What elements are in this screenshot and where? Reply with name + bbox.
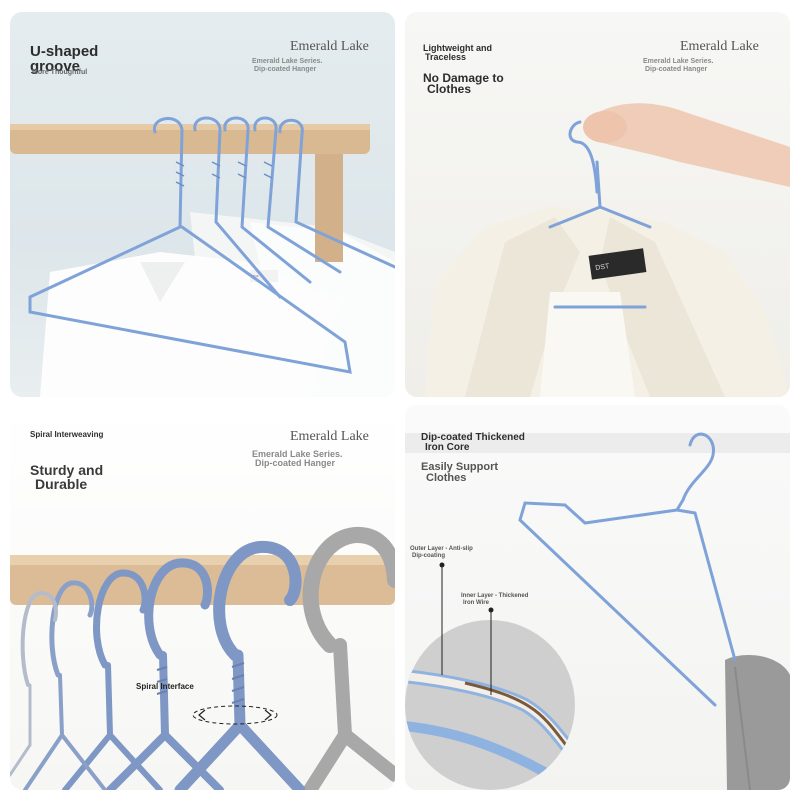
hanger-3-body [62,662,163,790]
spiral-interface-callout: Spiral Interface [136,682,194,691]
magnifier-bg [405,620,575,790]
hanger-2 [193,116,282,299]
blue-hanger [548,120,652,309]
hanger-row-closeup-illustration [10,527,395,790]
coat-label [588,248,647,280]
panel-u-shaped-groove: N° U-shaped groove More Thoughtful Emera… [10,12,395,397]
hanger-5 [278,118,395,269]
blue-hanger [518,432,737,707]
outer-layer-label-line1: Outer Layer - Anti-slip [410,546,473,552]
panel2-headline-line2: Clothes [427,82,472,96]
panel4-headline-line1: Easily Support [421,461,499,473]
grey-shirt [725,655,790,790]
hanger-3 [223,116,312,284]
panel-spiral-interweaving: Spiral Interweaving Sturdy and Durable E… [10,405,395,790]
grey-hanger-arm [338,728,395,782]
hanger-right-shoulder [598,205,652,229]
rod-highlight [10,555,395,565]
panel2-headline-line1: No Damage to [423,71,504,85]
panel-thickened-iron-core: Dip-coated Thickened Iron Core Easily Su… [405,405,790,790]
panel2-series-line1: Emerald Lake Series. [643,58,714,65]
panel1-brand: Emerald Lake [290,39,369,54]
panel2-title-line1: Lightweight and [423,43,492,53]
blue-hanger-group [10,541,306,790]
panel3-headline-line2: Durable [35,476,88,492]
grey-shirt-fold [734,666,751,790]
panel1-title: U-shaped groove [30,43,99,75]
hanger-3-hook [93,569,149,669]
hanger-hook [675,432,715,512]
hanger-right-arm [675,508,737,662]
hanger-4-hook [49,580,95,678]
outer-layer-dot [439,562,445,568]
hanger-front-hook [213,541,302,661]
inner-layer-label-line1: Inner Layer - Thickened [461,593,529,599]
panel4-title-line1: Dip-coated Thickened [421,432,525,443]
wooden-post [315,142,343,262]
hanger-4 [253,116,342,274]
panel3-title: Spiral Interweaving [30,430,104,439]
grey-hanger [302,527,395,790]
grey-hanger-hook [302,527,395,653]
panel4-headline-line2: Clothes [426,472,467,484]
panel3-headline-line1: Sturdy and [30,462,104,478]
rotation-indicator [192,705,278,725]
spiral-texture [156,662,245,704]
white-shirt-front [40,252,340,397]
hand-holding-coat-illustration: DST [425,103,790,397]
panel1-series-line2: Dip-coated Hanger [254,66,317,73]
panel2-title-line2: Traceless [425,52,467,62]
rod-highlight [10,124,370,130]
hand [583,111,627,143]
inner-layer-label-line2: Iron Wire [463,600,489,606]
coat-label-text: DST [595,263,611,272]
hanger-2-body [106,651,224,790]
panel1-series-line1: Emerald Lake Series. [252,58,323,65]
hanger-5-body [10,683,32,777]
panel2-series-line2: Dip-coated Hanger [645,66,708,73]
outer-layer-label-line2: Dip-coating [412,553,445,559]
hanger-cross-section-illustration [405,432,790,790]
grey-hanger-neck [303,638,353,790]
arm [585,103,790,187]
panel-lightweight-traceless: DST Lightweight and Traceless No Damage … [405,12,790,397]
hanger-5-hook [20,591,59,687]
hangers-on-rod-illustration: N° [10,116,395,397]
panel3-series-line2: Dip-coated Hanger [255,458,336,468]
hanger-left-arm [518,501,717,707]
hanger-1 [28,116,352,374]
panel4-title-line2: Iron Core [425,442,470,453]
inner-layer-dot [488,607,494,613]
coat-inner [540,292,635,397]
panel3-brand: Emerald Lake [290,429,369,444]
hanger-4-body [23,673,107,790]
blue-hanger-group [28,116,395,374]
hanger-2-hook [144,558,212,660]
hanger-twist-marks [175,161,273,187]
hanger-hook [568,120,599,194]
cross-section-magnifier [405,620,575,790]
panel1-subtitle: More Thoughtful [32,69,88,76]
rotation-arrows [198,709,272,721]
shirt-collar [140,262,185,302]
coat-left-lapel [465,217,580,397]
panel3-series-line1: Emerald Lake Series. [252,449,343,459]
panel2-brand: Emerald Lake [680,39,759,54]
